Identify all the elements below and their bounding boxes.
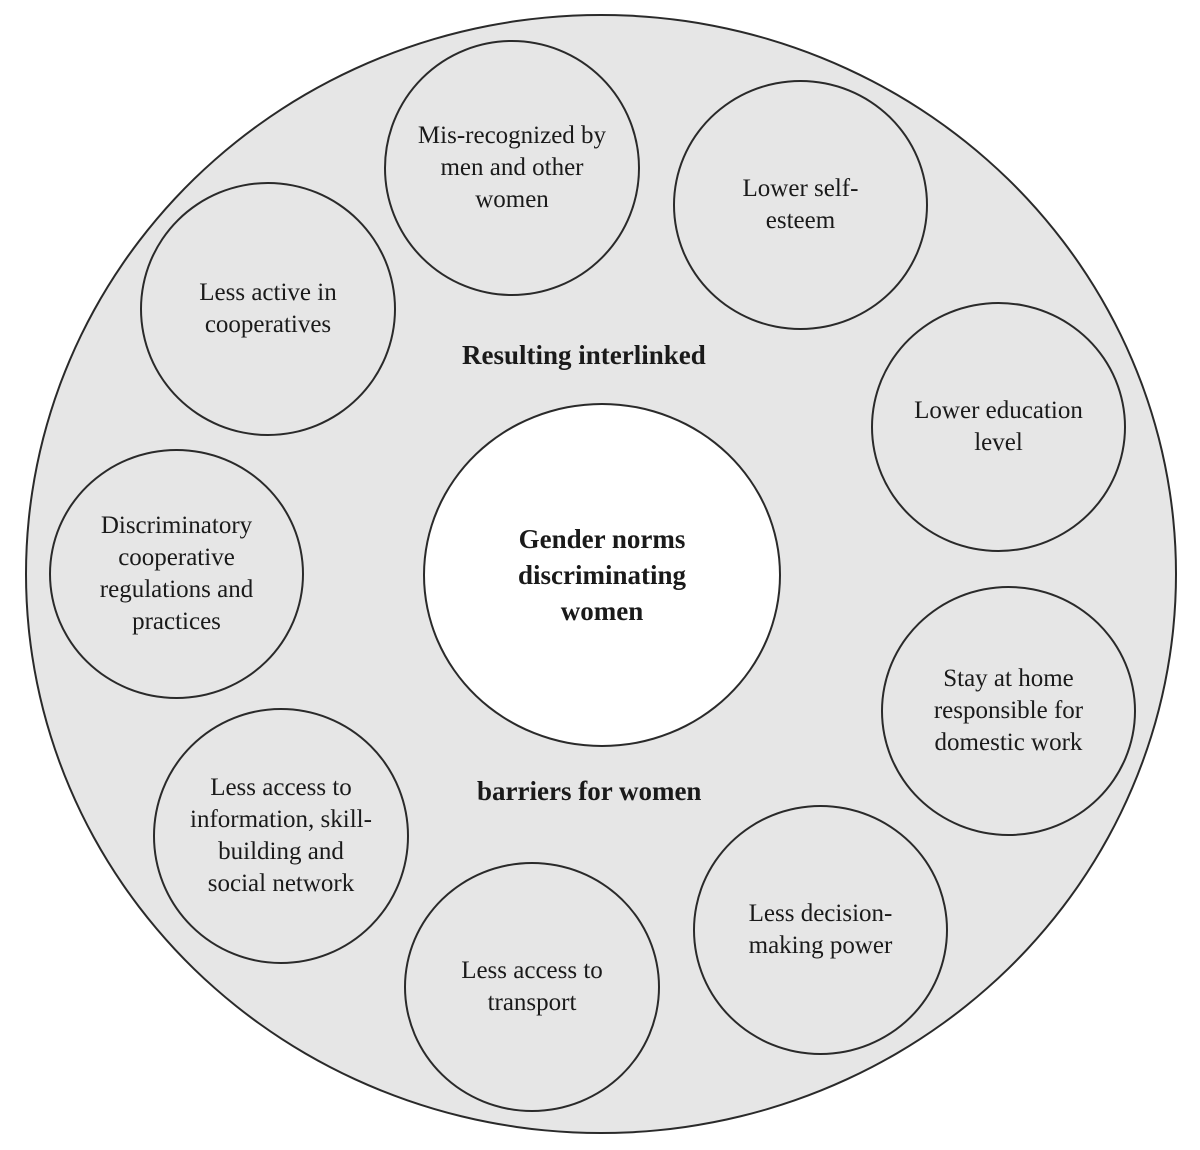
barrier-transport: Less access to transport [404,862,660,1112]
outer-label-top: Resulting interlinked [462,340,706,370]
barrier-label: Less active in cooperatives [199,279,337,338]
barrier-label: Lower self-esteem [742,175,859,234]
barrier-regulations: Discriminatory cooperative regulations a… [49,449,304,699]
barrier-education: Lower education level [871,302,1126,552]
barrier-label: Lower education level [914,397,1083,456]
barrier-label: Less access to information, skill-buildi… [190,774,372,897]
barrier-misrecognized: Mis-recognized by men and other women [384,40,640,296]
center-circle: Gender norms discriminating women [423,403,781,747]
center-text: Gender norms discriminating women [517,524,686,626]
barrier-decision-making: Less decision-making power [693,805,948,1055]
barrier-domestic-work: Stay at home responsible for domestic wo… [881,586,1136,836]
barrier-label: Less access to transport [461,957,603,1016]
barrier-label: Stay at home responsible for domestic wo… [933,665,1084,756]
barrier-information: Less access to information, skill-buildi… [153,708,409,964]
barrier-label: Discriminatory cooperative regulations a… [99,512,254,635]
outer-label-bottom: barriers for women [477,776,702,806]
barrier-cooperatives: Less active in cooperatives [140,182,396,436]
barrier-label: Less decision-making power [748,900,893,959]
barrier-label: Mis-recognized by men and other women [417,122,607,213]
barrier-self-esteem: Lower self-esteem [673,80,928,330]
